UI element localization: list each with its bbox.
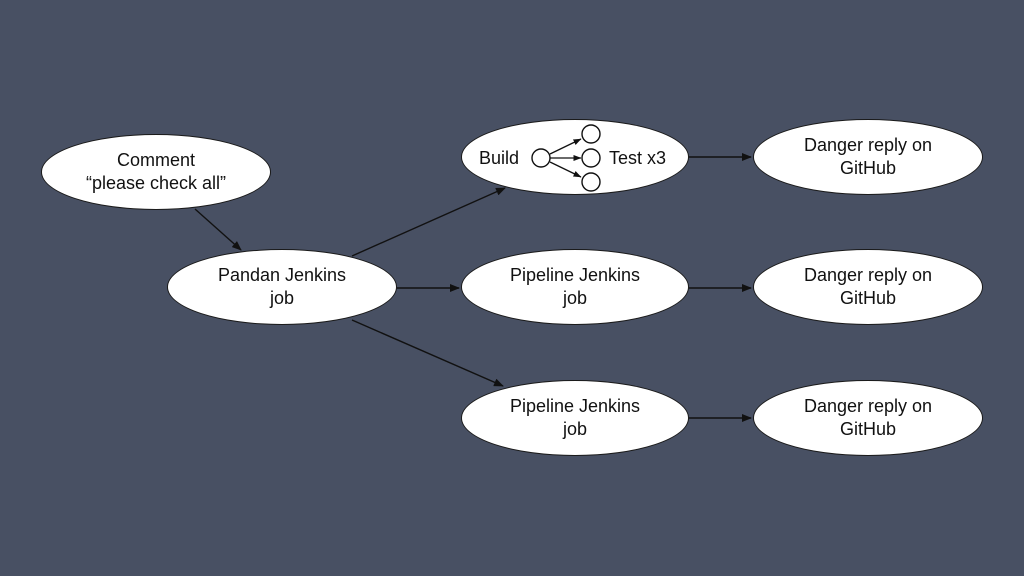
- node-danger-3-label: Danger reply on GitHub: [803, 396, 933, 439]
- test-step-circle-1: [581, 124, 601, 144]
- node-pipeline-jenkins-job-1: Pipeline Jenkins job: [461, 249, 689, 325]
- node-danger-reply-2: Danger reply on GitHub: [753, 249, 983, 325]
- node-danger-2-label: Danger reply on GitHub: [803, 265, 933, 308]
- node-pandan-jenkins-job: Pandan Jenkins job: [167, 249, 397, 325]
- build-label: Build: [479, 148, 520, 168]
- node-danger-reply-3: Danger reply on GitHub: [753, 380, 983, 456]
- fanout-edge-top: [549, 138, 582, 155]
- build-step-circle: [531, 148, 551, 168]
- fanout-edge-bottom: [549, 161, 582, 178]
- edge-pandan-to-build: [351, 187, 506, 257]
- node-build-test: Build Test x3: [461, 119, 689, 195]
- edge-pandan-to-pipeline-2: [351, 319, 504, 387]
- node-pandan-label: Pandan Jenkins job: [217, 265, 347, 308]
- test-label: Test x3: [609, 148, 667, 168]
- test-step-circle-3: [581, 172, 601, 192]
- build-fanout-graphic: [531, 124, 601, 192]
- node-comment-label: Comment “please check all”: [85, 150, 227, 193]
- node-pipeline-1-label: Pipeline Jenkins job: [509, 265, 641, 308]
- node-danger-reply-1: Danger reply on GitHub: [753, 119, 983, 195]
- node-pipeline-jenkins-job-2: Pipeline Jenkins job: [461, 380, 689, 456]
- node-pipeline-2-label: Pipeline Jenkins job: [509, 396, 641, 439]
- test-step-circle-2: [581, 148, 601, 168]
- node-comment: Comment “please check all”: [41, 134, 271, 210]
- node-danger-1-label: Danger reply on GitHub: [803, 135, 933, 178]
- edge-comment-to-pandan: [194, 208, 242, 251]
